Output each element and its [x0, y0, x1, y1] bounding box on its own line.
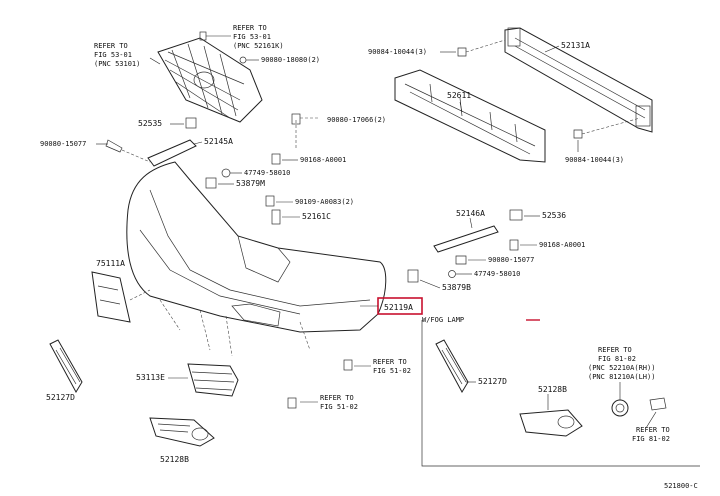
- svg-text:REFER TO: REFER TO: [598, 346, 632, 354]
- label-52611: 52611: [447, 91, 471, 100]
- label-90080-18080: 90080-18080(2): [239, 56, 320, 64]
- side-molding-52127D-left: 52127D: [46, 339, 83, 402]
- fog-cover-52128B-left: 52128B: [149, 417, 215, 464]
- svg-text:(PNC 53101): (PNC 53101): [94, 60, 140, 68]
- fog-lamp-panel: W/FOG LAMP: [421, 316, 700, 467]
- license-bracket: 75111A: [91, 259, 151, 323]
- svg-text:52146A: 52146A: [456, 209, 485, 218]
- clip-icon: [291, 113, 301, 125]
- svg-text:53879B: 53879B: [442, 283, 471, 292]
- label-90168-left: 90168-A0001: [271, 153, 346, 165]
- svg-text:90080-15077: 90080-15077: [40, 140, 86, 148]
- svg-text:(PNC 52161K): (PNC 52161K): [233, 42, 284, 50]
- svg-text:52161C: 52161C: [302, 212, 331, 221]
- svg-text:REFER TO: REFER TO: [320, 394, 354, 402]
- svg-text:52128B: 52128B: [538, 385, 567, 394]
- label-90080-17066: 90080-17066(2): [327, 116, 386, 124]
- label-47749-left: 47749-58010: [221, 168, 290, 178]
- svg-text:52127D: 52127D: [478, 377, 507, 386]
- label-90080-15077-left: 90080-15077: [40, 139, 151, 163]
- ref-fig5102-a: REFER TO FIG 51-02: [343, 358, 411, 375]
- label-52131A: 52131A: [561, 41, 590, 50]
- lower-grille-53113E: 53113E: [136, 363, 239, 397]
- label-90168-right: 90168-A0001: [509, 239, 585, 251]
- ref-fig8102: REFER TO FIG 81-02 (PNC 52210A(RH)) (PNC…: [588, 346, 655, 400]
- ref-fig5102-b: REFER TO FIG 51-02: [287, 394, 358, 411]
- label-52536: 52536: [509, 209, 566, 221]
- svg-text:90168-A0001: 90168-A0001: [300, 156, 346, 164]
- label-90080-15077-right: 90080-15077: [455, 255, 534, 265]
- bumper-reinforcement: [504, 27, 653, 133]
- label-52119A[interactable]: 52119A: [360, 297, 423, 315]
- svg-text:FIG 53-01: FIG 53-01: [94, 51, 132, 59]
- svg-text:52145A: 52145A: [204, 137, 233, 146]
- svg-text:47749-58010: 47749-58010: [474, 270, 520, 278]
- svg-text:53113E: 53113E: [136, 373, 165, 382]
- svg-text:52535: 52535: [138, 119, 162, 128]
- ref-fig5301-left: REFER TO FIG 53-01 (PNC 53101): [94, 42, 161, 68]
- svg-text:52128B: 52128B: [160, 455, 189, 464]
- svg-text:FIG 53-01: FIG 53-01: [233, 33, 271, 41]
- label-90109: 90109-A0083(2): [265, 195, 354, 207]
- svg-text:REFER TO: REFER TO: [373, 358, 407, 366]
- svg-text:52536: 52536: [542, 211, 566, 220]
- label-53879B: 53879B: [407, 269, 471, 292]
- label-47749-right: 47749-58010: [448, 270, 520, 278]
- svg-text:90080-18080(2): 90080-18080(2): [261, 56, 320, 64]
- svg-text:FIG 81-02: FIG 81-02: [632, 435, 670, 443]
- radiator-grille: [157, 37, 263, 123]
- svg-text:FIG 51-02: FIG 51-02: [373, 367, 411, 375]
- ref-fig5301-top: REFER TO FIG 53-01 (PNC 52161K): [199, 24, 284, 50]
- label-90084-bottom: 90084-10044(3): [565, 117, 641, 164]
- label-53879M: 53879M: [205, 177, 265, 189]
- svg-text:47749-58010: 47749-58010: [244, 169, 290, 177]
- energy-absorber: [394, 69, 546, 163]
- svg-text:52127D: 52127D: [46, 393, 75, 402]
- label-52161C: 52161C: [271, 209, 331, 225]
- svg-text:90168-A0001: 90168-A0001: [539, 241, 585, 249]
- svg-text:52119A: 52119A: [384, 303, 413, 312]
- fog-cover-52128B-right: 52128B: [519, 385, 583, 437]
- ref-fig8102-b: REFER TO FIG 81-02: [632, 411, 670, 443]
- bracket-52145A: 52145A: [147, 137, 233, 167]
- bumper-cover: [126, 161, 387, 357]
- label-52535: 52535: [138, 117, 197, 129]
- svg-text:REFER TO: REFER TO: [636, 426, 670, 434]
- svg-text:REFER TO: REFER TO: [94, 42, 128, 50]
- svg-text:(PNC 52210A(RH)): (PNC 52210A(RH)): [588, 364, 655, 372]
- svg-text:90084-10044(3): 90084-10044(3): [368, 48, 427, 56]
- svg-text:90080-15077: 90080-15077: [488, 256, 534, 264]
- svg-text:90080-17066(2): 90080-17066(2): [327, 116, 386, 124]
- svg-text:90109-A0083(2): 90109-A0083(2): [295, 198, 354, 206]
- figure-code: 521800-C: [664, 482, 698, 490]
- svg-text:W/FOG LAMP: W/FOG LAMP: [422, 316, 464, 324]
- svg-text:(PNC 81210A(LH)): (PNC 81210A(LH)): [588, 373, 655, 381]
- label-52146A: 52146A: [433, 209, 499, 253]
- fog-lamp-unit: [611, 397, 667, 417]
- svg-text:90084-10044(3): 90084-10044(3): [565, 156, 624, 164]
- svg-text:REFER TO: REFER TO: [233, 24, 267, 32]
- svg-text:FIG 51-02: FIG 51-02: [320, 403, 358, 411]
- svg-text:53879M: 53879M: [236, 179, 265, 188]
- label-90084-top: 90084-10044(3): [368, 39, 506, 57]
- side-molding-52127D-right: 52127D: [435, 339, 507, 394]
- svg-text:75111A: 75111A: [96, 259, 125, 268]
- svg-text:FIG 81-02: FIG 81-02: [598, 355, 636, 363]
